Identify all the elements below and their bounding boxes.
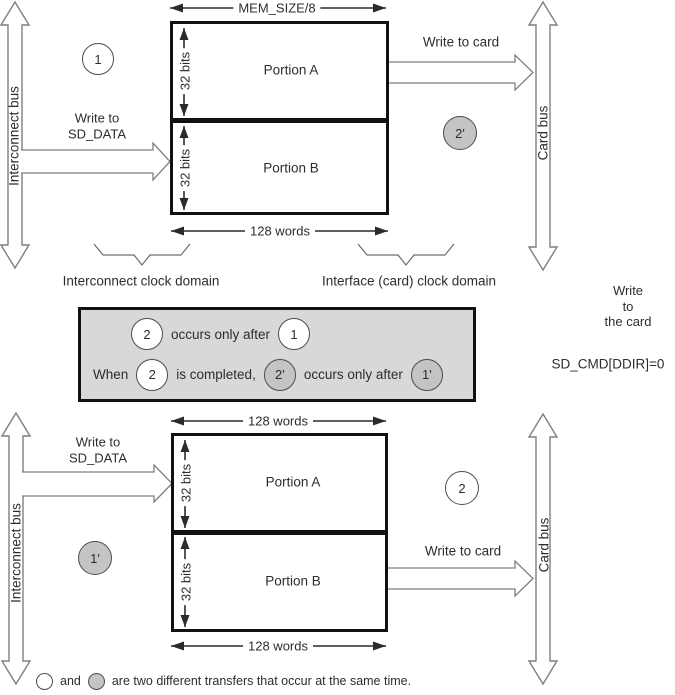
side-line2: to	[622, 298, 634, 314]
bits-label-bottom-b: 32 bits	[178, 558, 194, 606]
note-box: 2 occurs only after 1 When 2 is complete…	[78, 307, 476, 402]
write-sd-label-bottom: Write to SD_DATA	[69, 435, 127, 466]
write-sd-label-top: Write to SD_DATA	[68, 111, 126, 142]
brace-interconnect-domain	[93, 243, 191, 266]
note-completed-text: is completed,	[176, 367, 256, 383]
mem-size-label: MEM_SIZE/8	[233, 0, 321, 16]
white-transfer-icon	[36, 672, 53, 690]
write-sd-line2: SD_DATA	[67, 126, 127, 141]
memory-divider-bottom	[171, 530, 388, 535]
write-sd-b-line1: Write to	[75, 434, 121, 450]
interconnect-clock-domain-label: Interconnect clock domain	[62, 273, 220, 289]
words-label-bottom-lower: 128 words	[243, 638, 313, 654]
step-2-badge: 2	[445, 471, 479, 505]
step-1prime-badge: 1'	[78, 541, 112, 575]
portion-b-label-bottom: Portion B	[265, 573, 321, 589]
note-line-1: 2 occurs only after 1	[131, 318, 473, 351]
write-card-arrow-top	[389, 53, 534, 92]
write-sd-line1: Write to	[74, 110, 120, 126]
note-step-1prime-badge: 1'	[410, 358, 443, 391]
portion-a-label-top: Portion A	[263, 62, 319, 78]
note-occurs-text-1: occurs only after	[171, 326, 271, 342]
words-label-bottom-upper: 128 words	[243, 413, 313, 429]
sd-cmd-ddir-label: SD_CMD[DDIR]=0	[551, 356, 665, 372]
brace-interface-domain	[357, 243, 455, 266]
portion-a-label-bottom: Portion A	[265, 474, 321, 490]
side-line1: Write	[612, 282, 644, 298]
write-card-arrow-bottom	[387, 559, 534, 598]
step-2prime-badge: 2'	[443, 116, 477, 150]
card-bus-label-bottom: Card bus	[536, 517, 552, 573]
bits-label-top-a: 32 bits	[177, 47, 193, 95]
write-sd-arrow-bottom	[22, 463, 173, 504]
note-when-text: When	[93, 367, 129, 383]
legend-text: are two different transfers that occur a…	[111, 674, 412, 688]
memory-divider-top	[170, 118, 389, 123]
card-bus-arrow-bottom	[527, 412, 559, 686]
note-step-2prime-badge: 2'	[263, 358, 296, 391]
write-card-label-bottom: Write to card	[424, 543, 502, 559]
interconnect-bus-arrow-top	[0, 0, 31, 270]
portion-b-label-top: Portion B	[263, 160, 319, 176]
bits-label-top-b: 32 bits	[177, 144, 193, 192]
card-bus-label-top: Card bus	[535, 105, 551, 161]
side-line3: the card	[604, 313, 652, 329]
note-step-2-badge-2: 2	[136, 358, 169, 391]
legend: and are two different transfers that occ…	[36, 671, 411, 691]
write-to-card-annotation: Write to the card	[605, 283, 652, 330]
interconnect-bus-label-top: Interconnect bus	[6, 86, 22, 186]
write-sd-arrow-top	[21, 141, 171, 182]
card-bus-arrow-top	[527, 0, 559, 272]
interface-clock-domain-label: Interface (card) clock domain	[321, 273, 497, 289]
note-step-2-badge: 2	[131, 318, 163, 351]
bits-label-bottom-a: 32 bits	[178, 459, 194, 507]
note-occurs-text-2: occurs only after	[303, 367, 403, 383]
note-line-2: When 2 is completed, 2' occurs only afte…	[93, 358, 473, 391]
interconnect-bus-label-bottom: Interconnect bus	[8, 503, 24, 603]
gray-transfer-icon	[87, 672, 105, 690]
write-card-label-top: Write to card	[422, 34, 500, 50]
legend-and: and	[60, 674, 81, 688]
note-step-1-badge: 1	[278, 318, 311, 351]
words-label-top-diagram: 128 words	[245, 223, 315, 239]
step-1-badge: 1	[82, 43, 114, 75]
write-sd-b-line2: SD_DATA	[68, 450, 128, 465]
